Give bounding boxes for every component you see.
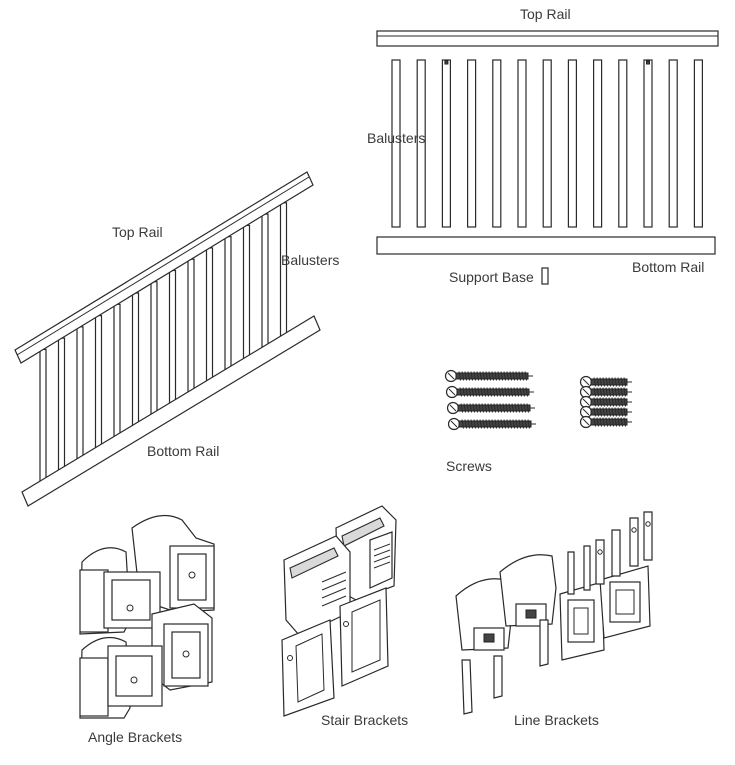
straight-baluster (517, 59, 527, 228)
stair-baluster (242, 224, 251, 362)
straight-baluster (668, 59, 678, 228)
stair-bottom-rail-label: Bottom Rail (147, 443, 220, 459)
support-base-piece (541, 267, 549, 285)
short-screw (579, 405, 632, 419)
stair-railing-section (14, 171, 321, 507)
stair-baluster (94, 314, 103, 451)
stair-baluster (150, 281, 158, 417)
long-screws (444, 369, 536, 431)
straight-balusters-label: Balusters (367, 130, 426, 146)
stair-bottom-rail (21, 315, 321, 507)
long-screw (446, 401, 535, 415)
stair-baluster (113, 303, 121, 440)
stair-baluster (131, 292, 140, 428)
straight-bottom-rail (376, 236, 716, 255)
line-brackets-label: Line Brackets (514, 712, 599, 728)
stair-baluster (261, 213, 269, 350)
stair-baluster (205, 247, 214, 384)
straight-bottom-rail-label: Bottom Rail (632, 259, 705, 275)
long-screw (444, 369, 533, 383)
straight-baluster (592, 59, 603, 228)
baluster-pin (444, 60, 449, 65)
support-base-label: Support Base (449, 269, 534, 285)
straight-baluster (542, 59, 552, 228)
angle-brackets-label: Angle Brackets (88, 729, 183, 745)
stair-top-rail-label: Top Rail (112, 224, 163, 240)
stair-balusters-label: Balusters (281, 252, 340, 268)
stair-baluster (187, 258, 195, 395)
straight-balusters (391, 59, 704, 228)
straight-railing-section (376, 30, 719, 285)
stair-baluster (279, 202, 288, 339)
short-screw (579, 385, 632, 399)
straight-baluster (416, 59, 426, 228)
straight-baluster (618, 59, 628, 228)
short-screw (579, 375, 632, 389)
long-screw (447, 417, 536, 431)
short-screws (579, 375, 632, 429)
screws-label: Screws (446, 458, 492, 474)
stair-baluster (76, 326, 84, 462)
straight-baluster (567, 59, 578, 228)
short-screw (579, 415, 632, 429)
straight-baluster (441, 59, 451, 228)
angle-brackets-illustration (79, 514, 215, 719)
straight-baluster (643, 59, 653, 228)
straight-top-rail-label: Top Rail (520, 6, 571, 22)
short-screw (579, 395, 632, 409)
line-brackets-illustration (455, 511, 653, 715)
straight-baluster (391, 59, 401, 228)
straight-baluster (467, 59, 477, 228)
stair-brackets-illustration (281, 505, 397, 717)
straight-baluster (693, 59, 704, 228)
straight-top-rail (376, 30, 719, 47)
stair-baluster (224, 236, 232, 373)
stair-brackets-label: Stair Brackets (321, 712, 409, 728)
stair-baluster (39, 348, 47, 484)
stair-baluster (57, 337, 66, 473)
baluster-pin (646, 60, 650, 65)
straight-baluster (492, 59, 502, 228)
stair-baluster (168, 269, 177, 406)
stair-balusters (39, 202, 288, 484)
long-screw (445, 385, 534, 399)
